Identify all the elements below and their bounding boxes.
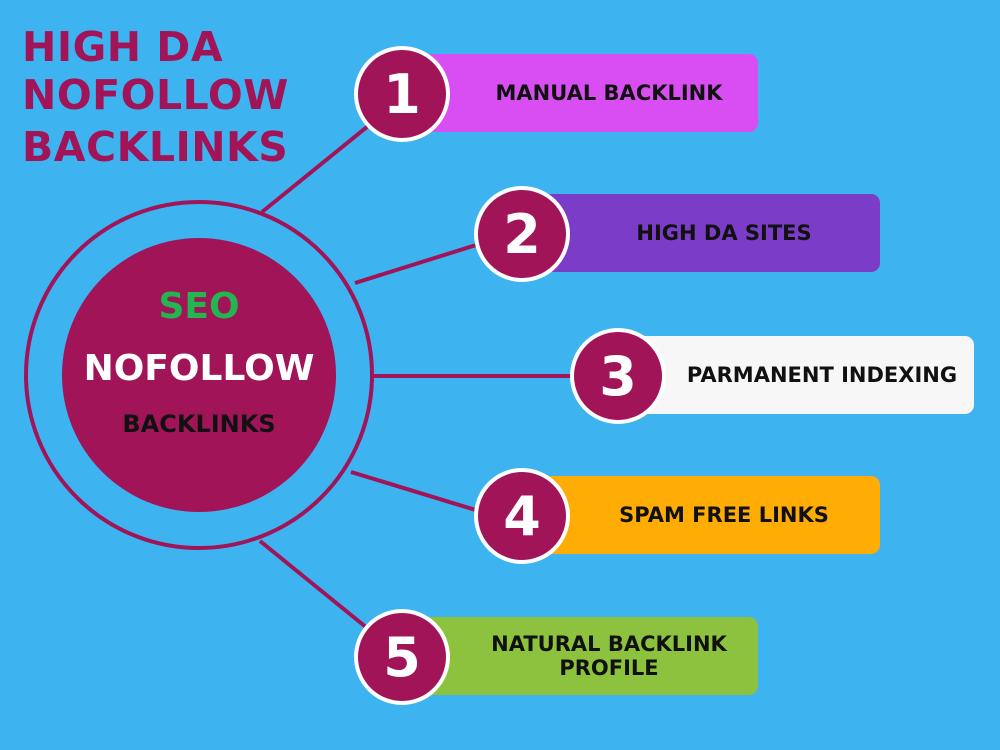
item-number-badge-4: 4 <box>474 468 570 564</box>
item-pill-4: SPAM FREE LINKS <box>540 476 880 554</box>
item-number-badge-5: 5 <box>354 609 450 705</box>
item-number-3: 3 <box>599 344 637 408</box>
item-number-badge-3: 3 <box>570 328 666 424</box>
item-label-4: SPAM FREE LINKS <box>619 503 829 527</box>
center-ring <box>24 200 374 550</box>
connector-line-5 <box>258 539 374 634</box>
title-line-3: BACKLINKS <box>22 123 289 171</box>
item-pill-5: NATURAL BACKLINK PROFILE <box>420 617 758 695</box>
item-label-2: HIGH DA SITES <box>636 221 812 245</box>
item-number-badge-2: 2 <box>474 186 570 282</box>
title-line-1: HIGH DA <box>22 23 224 71</box>
connector-line-4 <box>350 470 493 517</box>
center-label-seo: SEO <box>158 286 240 327</box>
item-number-2: 2 <box>503 202 541 266</box>
item-number-badge-1: 1 <box>354 46 450 142</box>
center-label-nofollow: NOFOLLOW <box>83 348 315 389</box>
item-pill-3: PARMANENT INDEXING <box>636 336 974 414</box>
item-label-5: NATURAL BACKLINK PROFILE <box>491 632 727 680</box>
item-label-3: PARMANENT INDEXING <box>686 363 958 387</box>
title-line-2: NOFOLLOW <box>22 71 289 119</box>
item-label-1: MANUAL BACKLINK <box>495 81 723 105</box>
center-label-backlinks: BACKLINKS <box>122 410 276 438</box>
connector-line-1 <box>260 116 380 214</box>
item-pill-2: HIGH DA SITES <box>540 194 880 272</box>
item-pill-1: MANUAL BACKLINK <box>420 54 758 132</box>
item-number-1: 1 <box>383 62 421 126</box>
item-number-4: 4 <box>503 484 541 548</box>
item-number-5: 5 <box>383 625 421 689</box>
center-circle: SEO NOFOLLOW BACKLINKS <box>62 238 336 512</box>
connector-line-2 <box>354 238 493 285</box>
